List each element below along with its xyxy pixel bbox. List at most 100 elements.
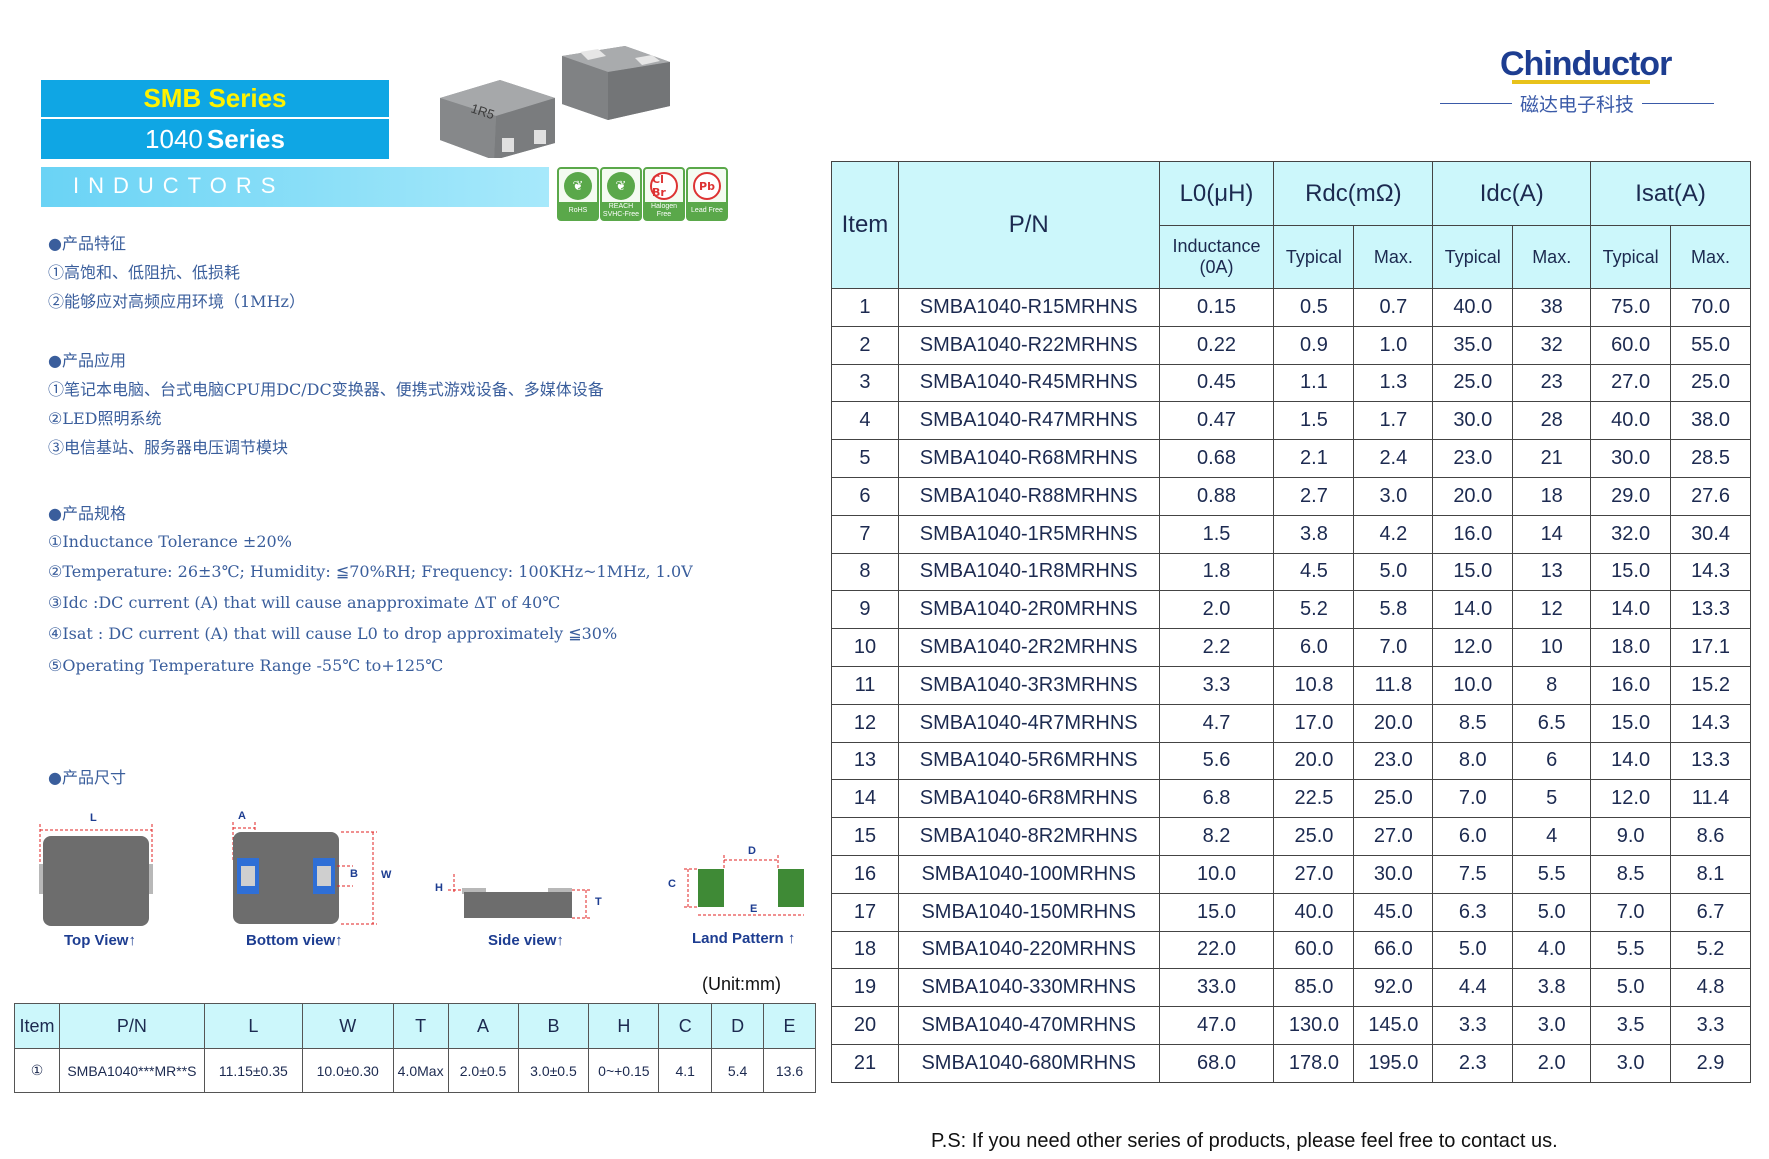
badge-label: RoHS [559, 202, 597, 219]
table-cell: 0.47 [1158, 401, 1275, 441]
company-name-cn: 磁达电子科技 [1520, 93, 1635, 116]
table-cell: 195.0 [1353, 1043, 1434, 1083]
table-cell: 12.0 [1432, 628, 1514, 667]
table-cell: 6.7 [1670, 892, 1751, 932]
table-cell: 1.5 [1158, 514, 1275, 554]
table-cell: 13 [1512, 552, 1592, 592]
logo-subtitle: 磁达电子科技 [1432, 90, 1722, 116]
table-cell: SMBA1040-3R3MRHNS [897, 665, 1160, 705]
table-cell: 2.1 [1273, 439, 1355, 478]
specs-title: ●产品规格 [48, 504, 126, 523]
table-cell: 3.3 [1158, 665, 1275, 705]
table-cell: 22.5 [1273, 779, 1355, 819]
logo-accent [1512, 80, 1650, 84]
table-cell: SMBA1040-R15MRHNS [897, 288, 1160, 327]
table-cell: 5.5 [1590, 930, 1672, 970]
dim-header-cell: B [517, 1003, 590, 1049]
inductor-back-image [562, 46, 670, 120]
table-cell: 2.7 [1273, 476, 1355, 516]
table-cell: 27.0 [1273, 854, 1355, 894]
table-cell: 25.0 [1432, 363, 1514, 403]
table-cell: SMBA1040-1R5MRHNS [897, 514, 1160, 554]
dim-label-a: A [238, 810, 246, 822]
dim-cell: 2.0±0.5 [447, 1048, 519, 1093]
table-cell: 21 [831, 1043, 899, 1083]
table-cell: 9 [831, 590, 899, 630]
table-cell: 130.0 [1273, 1006, 1355, 1045]
table-cell: SMBA1040-100MRHNS [897, 854, 1160, 894]
table-cell: 68.0 [1158, 1043, 1275, 1083]
header-max: Max. [1670, 225, 1751, 289]
table-cell: 20.0 [1432, 476, 1514, 516]
footer-note: P.S: If you need other series of product… [931, 1130, 1558, 1152]
table-cell: 2.3 [1432, 1043, 1514, 1083]
halogen-free-badge: Cl Br Halogen Free [643, 167, 685, 221]
table-cell: 23.0 [1353, 741, 1434, 781]
table-cell: 70.0 [1670, 288, 1751, 327]
table-cell: 6.0 [1432, 817, 1514, 856]
table-cell: 27.0 [1353, 817, 1434, 856]
spec-table: Item P/N L0(μH) Rdc(mΩ) Idc(A) Isat(A) I… [831, 161, 1751, 1083]
dim-header-cell: W [301, 1003, 394, 1049]
table-cell: SMBA1040-8R2MRHNS [897, 817, 1160, 856]
table-cell: 5.2 [1670, 930, 1751, 970]
table-cell: 4.0 [1512, 930, 1592, 970]
table-cell: 20 [831, 1006, 899, 1045]
dimension-table-header: Item P/N L W T A B H C D E [14, 1003, 816, 1049]
header-idc: Idc(A) [1432, 161, 1592, 226]
table-cell: 30.0 [1590, 439, 1672, 478]
table-cell: 1.5 [1273, 401, 1355, 441]
table-cell: 3.5 [1590, 1006, 1672, 1045]
dim-header-cell: A [447, 1003, 519, 1049]
table-cell: 7.0 [1432, 779, 1514, 819]
table-cell: 28 [1512, 401, 1592, 441]
table-cell: SMBA1040-6R8MRHNS [897, 779, 1160, 819]
table-cell: SMBA1040-R68MRHNS [897, 439, 1160, 478]
table-cell: 55.0 [1670, 325, 1751, 365]
table-cell: 1.7 [1353, 401, 1434, 441]
table-cell: 5.5 [1512, 854, 1592, 894]
table-cell: 7 [831, 514, 899, 554]
rohs-badge: ❦ RoHS [557, 167, 599, 221]
table-cell: 25.0 [1353, 779, 1434, 819]
dimensions-title: ●产品尺寸 [48, 768, 126, 787]
table-cell: 5.6 [1158, 741, 1275, 781]
table-cell: SMBA1040-R47MRHNS [897, 401, 1160, 441]
header-max: Max. [1512, 225, 1592, 289]
header-item: Item [831, 161, 899, 289]
header-isat: Isat(A) [1590, 161, 1751, 226]
table-cell: SMBA1040-4R7MRHNS [897, 703, 1160, 743]
spec-item: ②Temperature: 26±3℃; Humidity: ≦70%RH; F… [48, 562, 693, 581]
table-cell: 8 [831, 552, 899, 592]
dim-cell: SMBA1040***MR**S [58, 1048, 205, 1093]
table-cell: 4.8 [1670, 968, 1751, 1008]
header-typical: Typical [1590, 225, 1672, 289]
bottom-view-caption: Bottom view↑ [246, 932, 343, 949]
table-cell: 23.0 [1432, 439, 1514, 478]
land-pattern-caption: Land Pattern ↑ [692, 930, 796, 947]
dimension-table-row: ① SMBA1040***MR**S 11.15±0.35 10.0±0.30 … [14, 1048, 816, 1093]
land-pattern-drawing [684, 855, 804, 916]
table-cell: 5.0 [1353, 552, 1434, 592]
dim-header-cell: T [392, 1003, 449, 1049]
table-cell: SMBA1040-470MRHNS [897, 1006, 1160, 1045]
dim-cell: 10.0±0.30 [301, 1048, 394, 1093]
table-cell: 47.0 [1158, 1006, 1275, 1045]
table-cell: 3.3 [1432, 1006, 1514, 1045]
table-cell: 12 [1512, 590, 1592, 630]
leaf-icon: ❦ [564, 172, 592, 200]
table-cell: 4.7 [1158, 703, 1275, 743]
table-cell: 6.8 [1158, 779, 1275, 819]
spec-item: ⑤Operating Temperature Range -55℃ to+125… [48, 656, 444, 675]
leaf-icon: ❦ [607, 172, 635, 200]
table-cell: 8 [1512, 665, 1592, 705]
